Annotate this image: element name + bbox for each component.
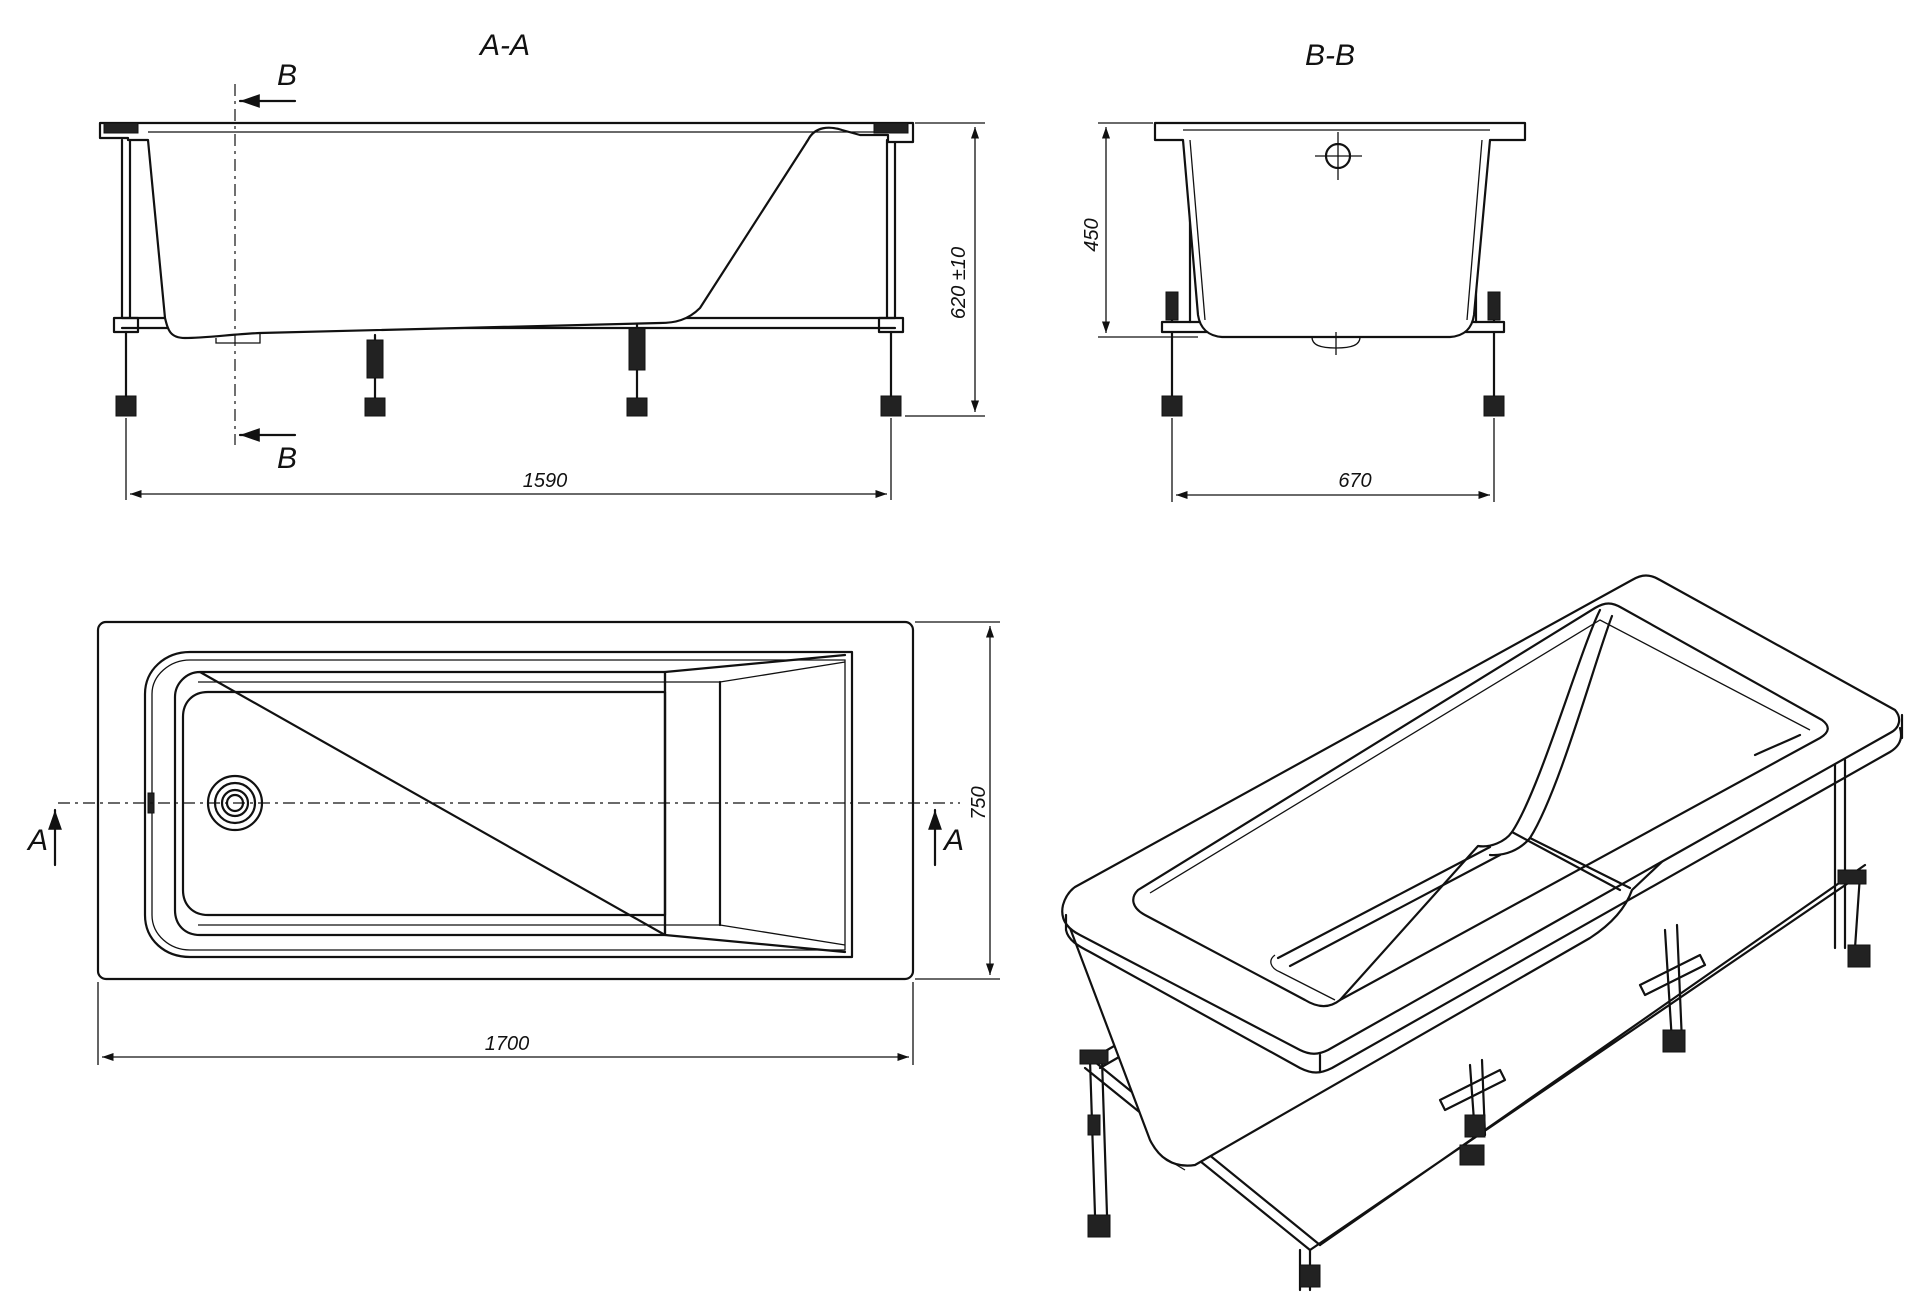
dim-450: 450 [1081, 218, 1103, 251]
cut-mark-b-top: B [277, 59, 297, 92]
section-bb-title: B-B [1305, 39, 1355, 72]
isometric-view [1061, 574, 1904, 1292]
section-aa-dimensions: 1590 620 ±10 [125, 122, 985, 500]
section-bb-dimensions: 450 670 [1081, 122, 1495, 502]
section-aa-view: A-A [98, 29, 985, 500]
cut-line-b: B B [234, 59, 297, 475]
plan-view: A A 750 1700 [26, 620, 1000, 1065]
iso-basin [1132, 602, 1829, 1008]
cut-mark-b-bottom: B [277, 442, 297, 475]
dim-620: 620 ±10 [948, 247, 970, 319]
dim-1700: 1700 [485, 1033, 530, 1055]
section-bb-view: B-B [1081, 39, 1527, 502]
dim-670: 670 [1338, 470, 1371, 492]
section-bb-tub [1153, 121, 1527, 355]
section-aa-tub [98, 121, 915, 344]
cut-mark-a-right: A [942, 824, 964, 857]
dim-1590: 1590 [523, 470, 568, 492]
cut-line-a: A A [26, 802, 964, 867]
dim-750: 750 [968, 786, 990, 819]
plan-dimensions: 750 1700 [97, 621, 1000, 1065]
section-aa-title: A-A [478, 29, 530, 62]
cut-mark-a-left: A [26, 824, 48, 857]
